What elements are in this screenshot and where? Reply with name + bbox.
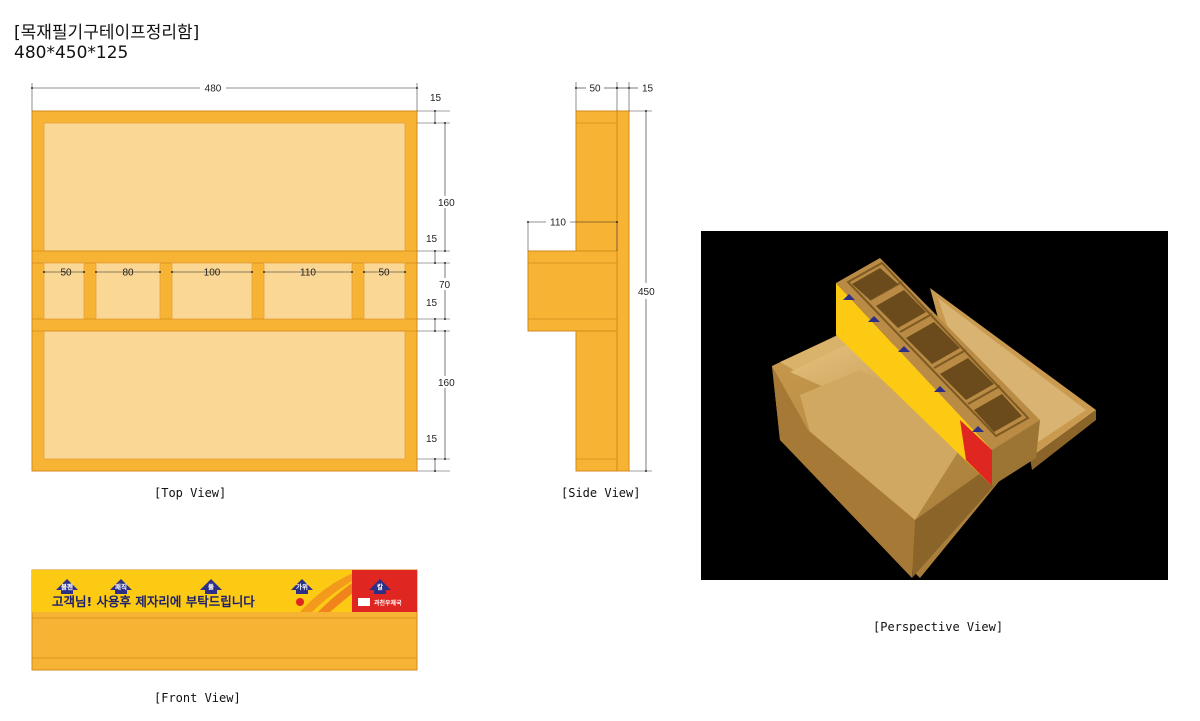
dim-label-height: 450 [638,287,655,298]
drawing-title: [목재필기구테이프정리함] [14,23,200,43]
dim-compartments: 50 80 100 110 50 [43,268,406,279]
front-label-3: 풀 [208,582,214,591]
front-label-1: 볼펜 [61,582,73,591]
top-pocket-b [43,330,406,460]
dim-label-width: 480 [205,84,222,95]
arrow-up-icon [56,579,78,594]
top-pocket-a [43,122,406,252]
front-view: 볼펜 패직 풀 가위 칼 고객님! 사용후 제자리에 부탁드립니다 과천우체국 [31,569,418,671]
front-label-2: 패직 [115,582,127,591]
caption-side-view: [Side View] [561,486,641,500]
dim-top-width: 480 [31,83,418,111]
dim-label-wall: 15 [642,84,654,95]
dim-label-compartment-2: 80 [122,268,134,279]
dim-label-compartment-5: 50 [378,268,390,279]
caption-perspective-view: [Perspective View] [873,620,1004,634]
perspective-banner [836,283,992,486]
dim-label-pocket-a: 160 [438,198,455,209]
dim-label-pocket-b: 160 [438,378,455,389]
dim-side: 50 15 110 450 [527,82,655,472]
dim-label-rim: 15 [430,93,442,104]
arrow-up-icon [200,579,222,594]
front-label-4: 가위 [296,582,308,591]
dim-label-shelf-a: 15 [426,234,438,245]
dim-label-compartment-4: 110 [300,268,316,279]
arrow-up-icon [291,579,313,594]
dim-label-compartment-1: 50 [60,268,72,279]
dim-label-shelf-b: 15 [426,298,438,309]
front-arrows: 볼펜 패직 풀 가위 칼 [56,579,391,594]
top-view: 480 50 80 100 110 50 [31,83,457,472]
caption-front-view: [Front View] [154,691,241,705]
dim-label-tray: 110 [550,218,566,229]
perspective-view [701,231,1168,580]
drawing-size: 480*450*125 [14,43,129,63]
front-message: 고객님! 사용후 제자리에 부탁드립니다 [52,594,255,609]
arrow-up-icon [110,579,132,594]
dim-top-vertical: 15 160 15 70 15 160 15 [417,93,457,472]
dim-label-compartment-3: 100 [204,268,221,279]
apple-icon [296,598,304,606]
postal-logo-icon [358,598,370,606]
caption-top-view: [Top View] [154,486,227,500]
front-label-5: 칼 [377,582,383,591]
front-brand: 과천우체국 [374,599,402,607]
dim-label-depth: 50 [589,84,601,95]
dim-label-middle: 70 [439,280,451,291]
dim-label-bottom-rim: 15 [426,434,438,445]
arrow-up-icon [369,579,391,594]
side-view: 50 15 110 450 [527,82,655,472]
